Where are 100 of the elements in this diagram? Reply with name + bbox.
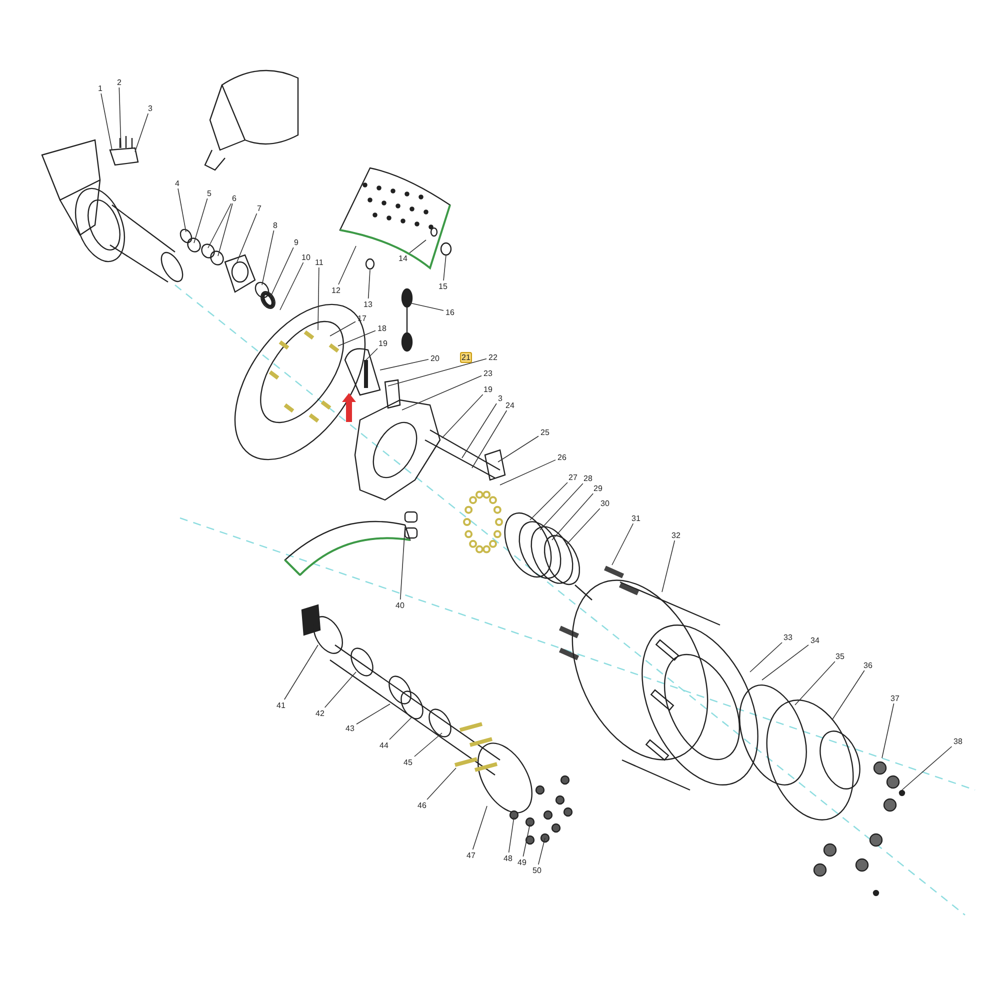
callout-number: 40 [394, 600, 406, 610]
leader-line [236, 213, 258, 262]
callout-number: 11 [314, 258, 324, 266]
callout-number: 31 [630, 514, 642, 522]
leader-line [409, 240, 426, 254]
leader-line [324, 672, 356, 708]
callout-number: 50 [532, 866, 542, 874]
leader-line [389, 716, 412, 740]
callout-number: 23 [482, 368, 494, 378]
leader-line [794, 661, 836, 706]
callout-number: 30 [600, 498, 610, 508]
callout-number: 43 [344, 724, 356, 732]
callout-number: 38 [952, 736, 964, 746]
callout-number: 45 [402, 758, 414, 766]
callout-number: 20 [430, 354, 440, 362]
callout-number: 3 [497, 394, 504, 402]
callout-number: 35 [834, 652, 846, 660]
callout-number: 34 [810, 636, 820, 644]
leader-line [443, 254, 446, 281]
leader-line [380, 359, 429, 370]
leader-line [530, 482, 568, 520]
leader-line [410, 302, 444, 311]
leader-line [552, 493, 594, 540]
leader-line [662, 540, 676, 592]
leader-line [208, 203, 232, 248]
callout-number: 27 [568, 472, 578, 482]
highlighted-callout-number: 21 [460, 352, 472, 362]
callout-number: 15 [438, 282, 448, 290]
leader-line [134, 113, 149, 152]
callout-number: 7 [256, 204, 262, 212]
leader-line [540, 483, 584, 530]
leader-line [500, 460, 556, 486]
callout-number: 44 [378, 740, 390, 750]
callout-number: 24 [504, 400, 516, 410]
leader-line [832, 670, 865, 720]
leader-line [330, 321, 356, 336]
leader-line [118, 87, 122, 148]
leader-line [472, 410, 508, 468]
callout-number: 8 [272, 220, 278, 230]
callout-number: 37 [890, 694, 900, 702]
callout-number: 13 [362, 300, 374, 308]
callout-number: 36 [862, 660, 874, 670]
leader-line [178, 188, 186, 232]
callout-number: 29 [592, 484, 604, 492]
callout-number: 10 [300, 252, 312, 262]
leader-line [538, 838, 546, 865]
callout-number: 16 [444, 308, 456, 316]
leader-line [750, 642, 782, 672]
leader-line [566, 508, 600, 546]
callout-number: 47 [466, 850, 476, 860]
leader-line [388, 358, 487, 386]
leader-line [612, 523, 634, 566]
callout-number: 28 [582, 474, 594, 482]
leader-line [218, 203, 233, 256]
callout-number: 2 [116, 78, 122, 86]
leader-line [426, 768, 456, 800]
callout-number: 3 [147, 104, 154, 112]
leader-line [414, 732, 442, 757]
leader-line [368, 270, 370, 299]
callout-number: 9 [293, 238, 300, 246]
leader-line [902, 746, 952, 790]
callout-number: 6 [231, 194, 238, 202]
callout-number: 18 [376, 324, 388, 332]
leader-line [280, 262, 304, 310]
leader-line [318, 267, 320, 330]
leader-line [338, 330, 376, 346]
leader-line [366, 348, 378, 360]
leader-line [270, 247, 294, 298]
callout-number: 48 [502, 854, 514, 862]
callout-number: 49 [516, 858, 528, 866]
callout-number: 5 [206, 188, 212, 198]
leader-line [284, 644, 318, 700]
leader-line [262, 230, 274, 286]
leader-line [356, 704, 390, 724]
leader-line [508, 816, 514, 853]
leader-line [100, 93, 112, 150]
leader-line [498, 436, 539, 462]
leader-line [762, 644, 809, 680]
callout-number: 19 [378, 338, 388, 348]
callout-number: 33 [782, 632, 794, 642]
leader-line [194, 198, 208, 244]
callout-number: 46 [416, 800, 428, 810]
leader-line [402, 375, 482, 410]
leader-line [472, 806, 488, 850]
callout-number: 41 [276, 700, 286, 710]
callout-number: 42 [314, 708, 326, 718]
callout-number: 22 [488, 352, 498, 362]
callout-number: 12 [330, 286, 342, 294]
leader-line [882, 703, 894, 758]
leader-line [442, 394, 484, 438]
callout-number: 32 [670, 530, 682, 540]
callout-number: 14 [398, 254, 408, 262]
callout-number: 25 [540, 428, 550, 436]
leader-line [522, 824, 530, 857]
callout-number: 19 [482, 384, 494, 394]
leader-line [462, 403, 497, 458]
callout-number: 1 [97, 84, 104, 92]
leader-line [400, 526, 406, 600]
callout-number: 4 [174, 178, 180, 188]
callout-number: 26 [556, 452, 568, 462]
